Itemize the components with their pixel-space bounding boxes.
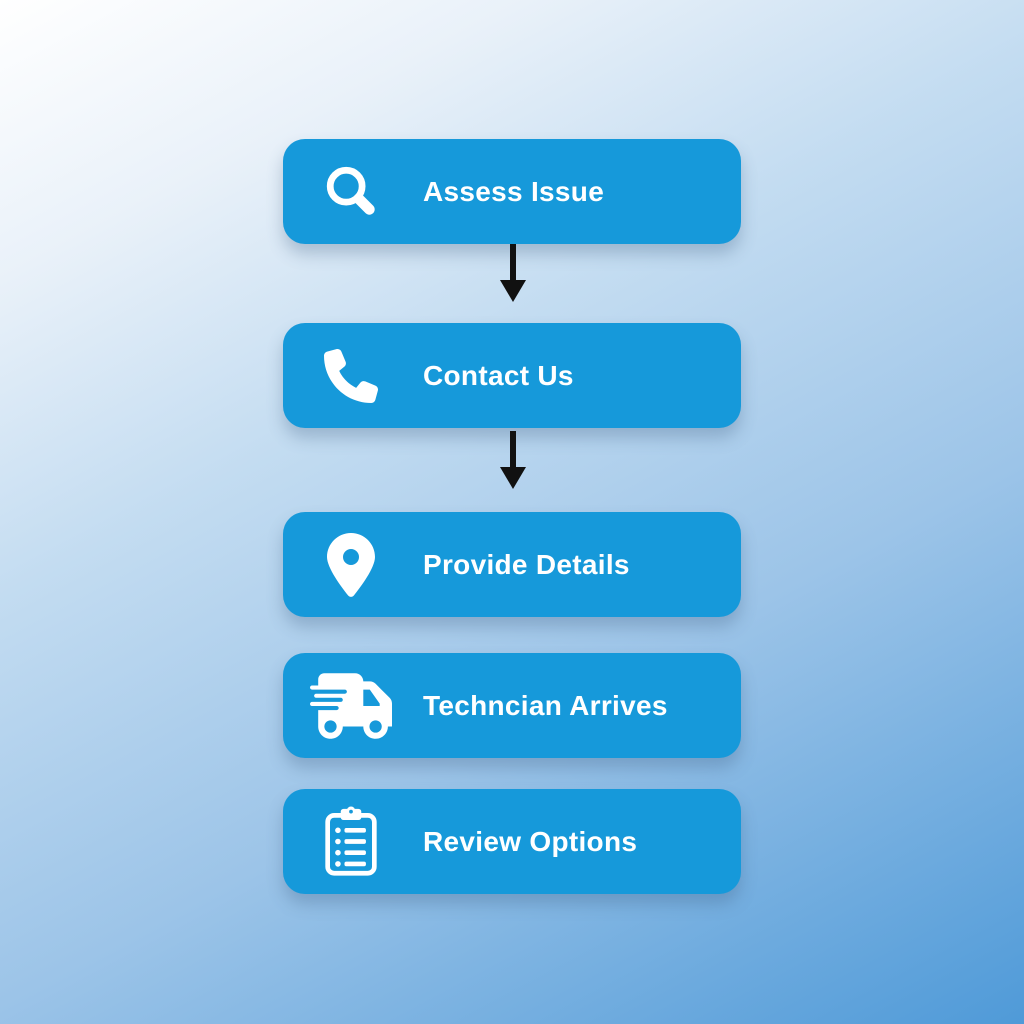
step-label: Review Options xyxy=(423,825,638,857)
location-pin-icon xyxy=(309,532,393,597)
clipboard-list-icon xyxy=(309,805,393,878)
search-icon xyxy=(309,163,393,221)
step-provide-details: Provide Details xyxy=(283,512,741,617)
step-label: Techncian Arrives xyxy=(423,689,668,721)
step-assess-issue: Assess Issue xyxy=(283,139,741,244)
step-review-options: Review Options xyxy=(283,789,741,894)
step-label: Assess Issue xyxy=(423,175,605,207)
truck-fast-icon xyxy=(309,672,393,739)
flow-arrow-down-icon xyxy=(500,431,526,489)
step-technician-arrives: Techncian Arrives xyxy=(283,653,741,758)
step-label: Provide Details xyxy=(423,548,630,580)
phone-icon xyxy=(309,348,393,403)
flow-arrow-down-icon xyxy=(500,244,526,302)
step-contact-us: Contact Us xyxy=(283,323,741,428)
step-label: Contact Us xyxy=(423,359,574,391)
